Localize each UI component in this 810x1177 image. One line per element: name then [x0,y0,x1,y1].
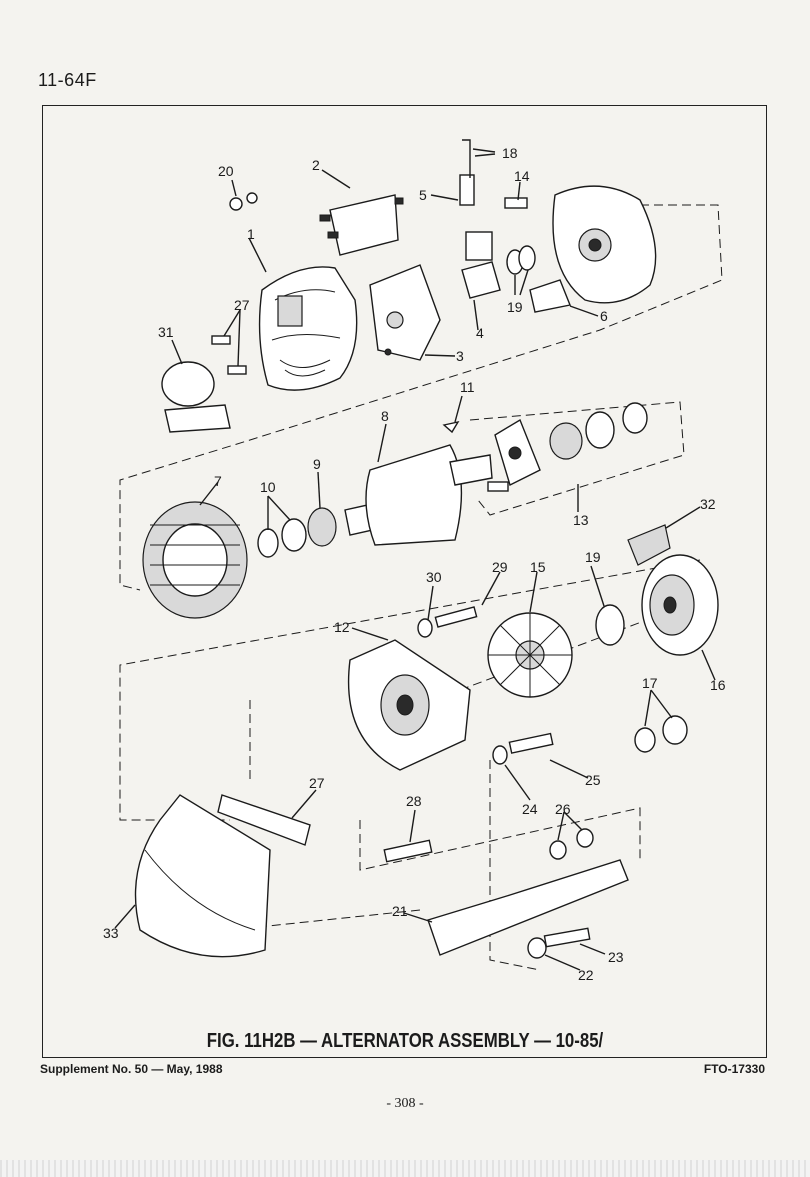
bearing-retainer-13-part [487,402,648,492]
figure-frame [42,105,767,1058]
bracket-21-part [427,859,629,956]
stud-part [462,139,471,178]
callout-label: 6 [600,308,608,324]
callout-label: 13 [573,512,589,528]
washer-17-part [634,727,656,753]
leader-lines [114,148,716,971]
callout-label: 27 [309,775,325,791]
nut-26-part [549,840,567,860]
drive-end-frame-part [347,639,471,771]
callout-label: 2 [312,157,320,173]
callout-label: 23 [608,949,624,965]
callout-label: 3 [456,348,464,364]
callout-label: 14 [514,168,530,184]
bolt-29-part [434,606,478,628]
callout-labels: 1 2 3 4 5 6 7 8 9 10 11 12 13 14 15 16 1… [103,145,726,983]
bolt-28-part [383,839,433,863]
shield-33-part [134,794,271,958]
callout-label: 10 [260,479,276,495]
scan-edge [0,1160,810,1177]
callout-label: 15 [530,559,546,575]
supplement-note: Supplement No. 50 — May, 1988 [40,1062,223,1076]
rotor-part [344,444,493,546]
callout-label: 4 [476,325,484,341]
callout-label: 12 [334,619,350,635]
callout-label: 16 [710,677,726,693]
callout-label: 29 [492,559,508,575]
spacer-32-part [627,524,671,566]
callout-label: 5 [419,187,427,203]
bolt-25-part [508,732,554,754]
callout-label: 8 [381,408,389,424]
regulator-part [319,194,404,256]
callout-label: 21 [392,903,408,919]
key-11-part [442,420,460,434]
pulley-part [641,554,719,656]
brush-holder-part [461,231,501,299]
end-frame-part [529,185,657,313]
bracket-27-part [217,794,311,846]
callout-label: 27 [234,297,250,313]
callout-label: 11 [460,379,475,395]
washer-19-part [595,604,625,646]
callout-label: 26 [555,801,571,817]
callout-label: 25 [585,772,601,788]
connector-31-part [161,361,231,433]
washer-24-part [492,745,508,765]
callout-label: 30 [426,569,442,585]
screw-27-part [211,335,231,345]
page-number: - 308 - [386,1096,424,1111]
callout-label: 19 [585,549,601,565]
callout-label: 24 [522,801,538,817]
rear-cover-part [258,266,358,391]
callout-label: 22 [578,967,594,983]
callout-label: 9 [313,456,321,472]
stator-part [142,501,248,619]
fan-part [487,612,573,698]
washer-22-part [527,937,547,959]
callout-label: 20 [218,163,234,179]
callout-label: 17 [642,675,658,691]
callout-label: 19 [507,299,523,315]
nut-20-part [229,197,243,211]
callout-label: 1 [247,226,255,242]
figure-number: FTO-17330 [703,1062,765,1076]
rectifier-part [369,264,441,361]
callout-label: 33 [103,925,119,941]
terminal-part [459,174,475,206]
bearing-9-part [307,507,337,547]
page-code: 11-64F [38,70,97,90]
figure-caption: FIG. 11H2B — ALTERNATOR ASSEMBLY — 10-85… [206,1030,604,1052]
washer-30-part [417,618,433,638]
bolt-14-part [504,197,528,209]
callout-label: 31 [158,324,174,340]
bearing-10-part [257,528,279,558]
callout-label: 18 [502,145,518,161]
callout-label: 7 [214,473,222,489]
callout-label: 28 [406,793,422,809]
bolt-23-part [543,927,591,948]
callout-label: 32 [700,496,716,512]
